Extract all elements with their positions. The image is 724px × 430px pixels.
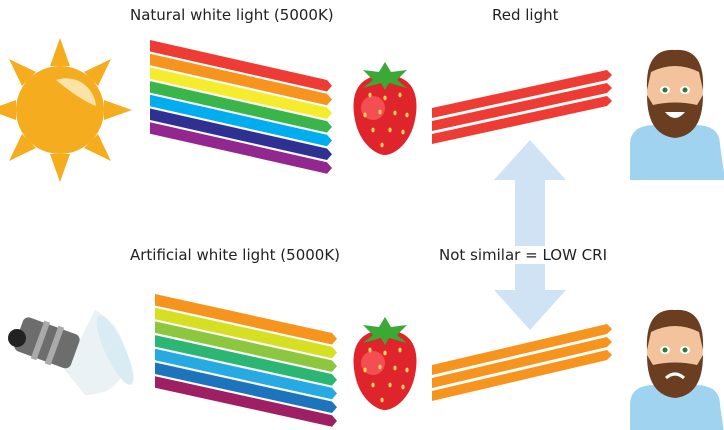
light-ray (432, 70, 612, 118)
strawberry-icon (353, 62, 417, 155)
artificial-light-label: Artificial white light (5000K) (128, 246, 343, 264)
light-ray (150, 67, 332, 119)
light-ray (150, 53, 332, 106)
light-ray (155, 307, 337, 359)
light-ray (432, 96, 612, 144)
face-happy-icon (630, 49, 724, 180)
double-arrow-icon (494, 140, 566, 330)
light-ray (155, 376, 337, 427)
light-ray (155, 348, 337, 400)
light-ray (432, 324, 612, 375)
red-light-label: Red light (490, 6, 561, 24)
light-ray (155, 321, 337, 372)
reflected-red-rays (432, 70, 612, 144)
light-ray (432, 83, 612, 131)
light-ray (150, 108, 332, 160)
light-ray (150, 40, 332, 92)
bulb-icon (8, 310, 134, 395)
face-worried-icon (630, 309, 724, 430)
light-ray (432, 350, 612, 401)
natural-spectrum-rays (150, 40, 332, 174)
light-ray (150, 81, 332, 133)
light-ray (155, 294, 337, 345)
strawberry-icon (353, 317, 417, 410)
light-ray (155, 335, 337, 386)
sun-icon (0, 38, 132, 182)
artificial-spectrum-rays (155, 294, 337, 427)
light-ray (150, 94, 332, 147)
light-ray (432, 337, 612, 388)
low-cri-label: Not similar = LOW CRI (437, 246, 609, 264)
light-ray (155, 362, 337, 413)
reflected-orange-rays (432, 324, 612, 401)
light-ray (150, 122, 332, 174)
natural-light-label: Natural white light (5000K) (128, 6, 336, 24)
